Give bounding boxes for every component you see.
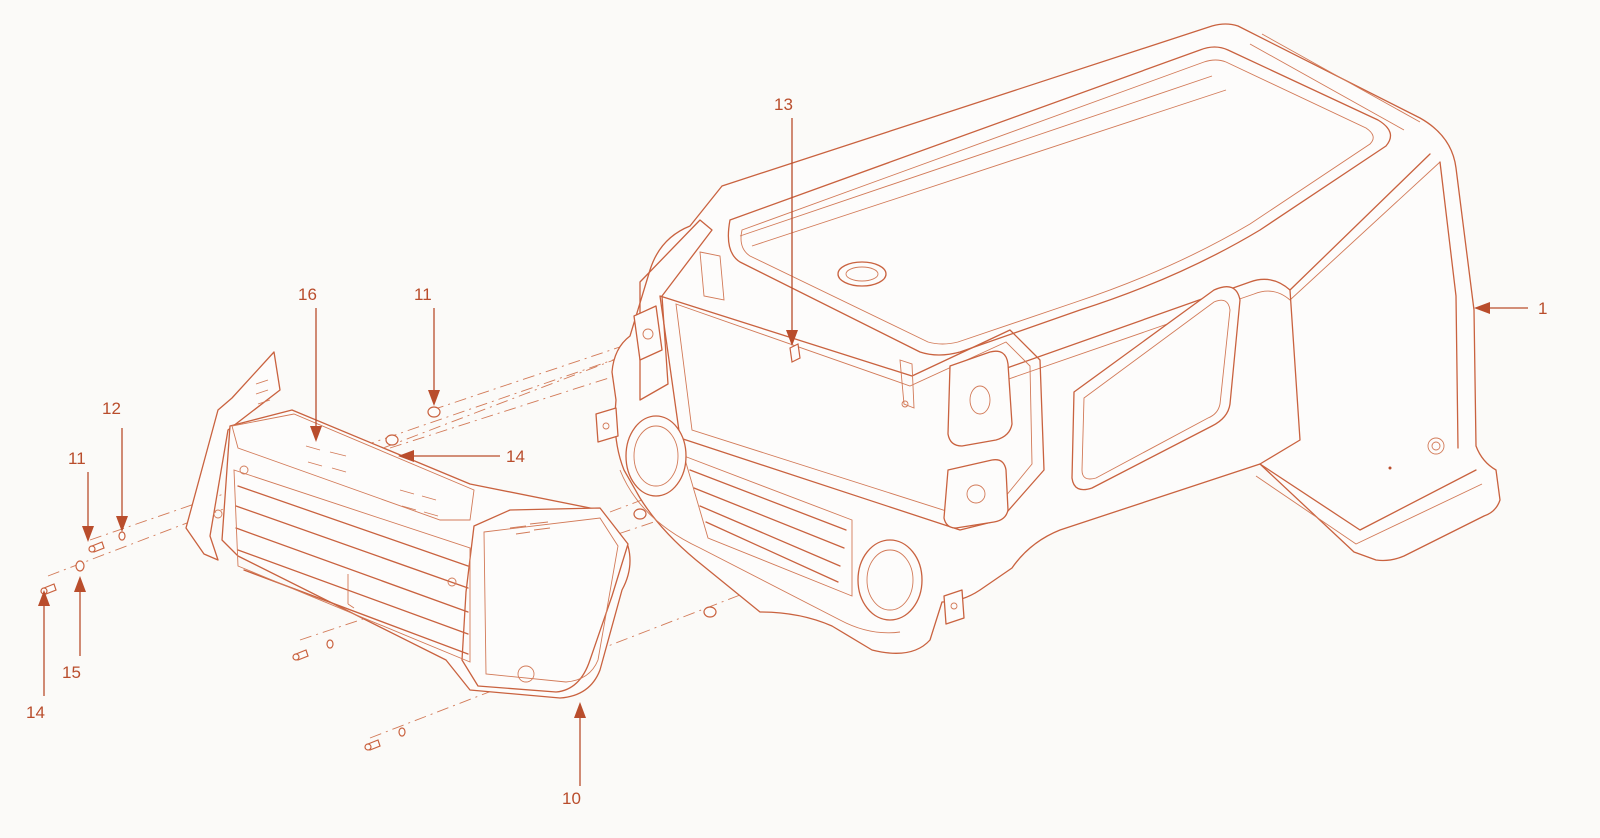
leader-lines <box>38 118 1528 786</box>
callout-label-front-grille: 10 <box>562 789 581 808</box>
callout-label-clip-nut: 16 <box>298 285 317 304</box>
callout-label-nut: 15 <box>62 663 81 682</box>
washer-icon <box>75 406 717 618</box>
callout-label-screw-left: 11 <box>68 449 86 468</box>
callout-label-washer-small: 12 <box>102 399 121 418</box>
hood-shell-icon <box>595 23 1501 654</box>
callout-label-clip: 13 <box>774 95 793 114</box>
front-grille-icon <box>185 351 631 699</box>
callout-label-hood: 1 <box>1538 299 1548 318</box>
callout-label-washer-right: 14 <box>506 447 525 466</box>
clip-icon <box>789 343 801 363</box>
screw-icon <box>40 531 406 751</box>
callout-label-screw-lower: 14 <box>26 703 45 722</box>
callout-label-washer-top: 11 <box>414 285 432 304</box>
